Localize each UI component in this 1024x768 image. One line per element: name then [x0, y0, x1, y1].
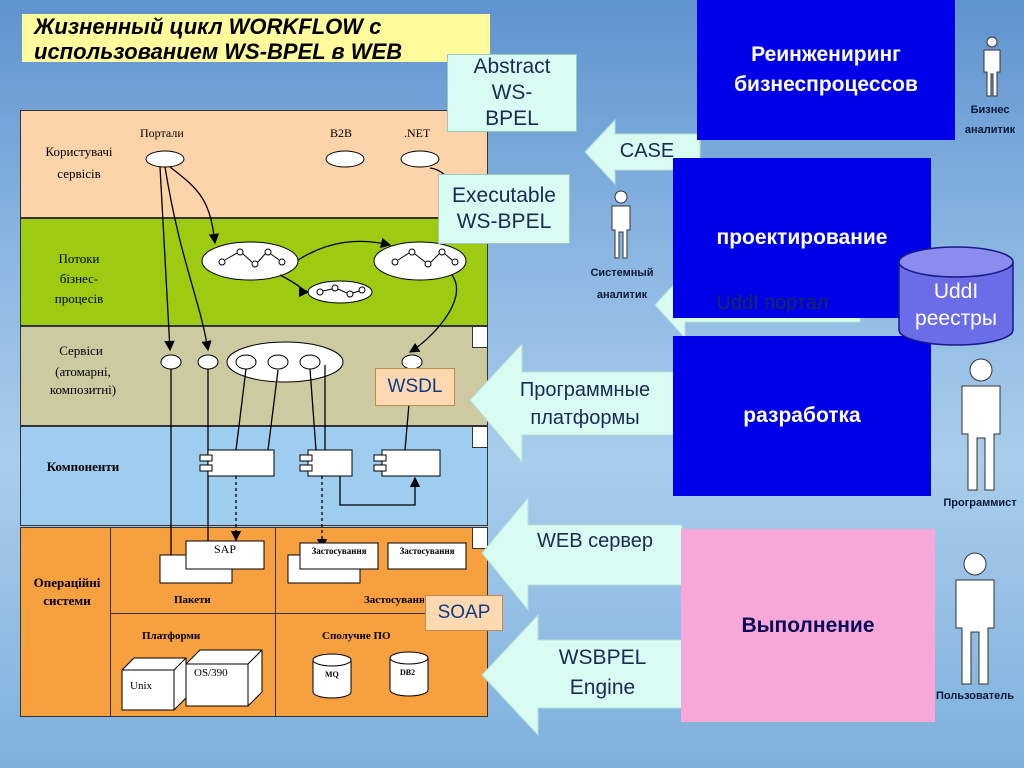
layer-user-services-label: Користувачі сервісів	[45, 144, 113, 181]
component-box-1	[207, 449, 275, 477]
wsdl-tag: WSDL	[375, 368, 455, 406]
component-box-2	[307, 449, 353, 477]
app1-label: Застосування	[311, 546, 367, 556]
case-arrow	[584, 118, 701, 186]
prog-platforms-label: Программные платформы	[519, 379, 651, 429]
db2-label: DB2	[400, 668, 416, 677]
component-box-3	[381, 449, 441, 477]
platforms-label: Платформи	[142, 630, 201, 642]
abstract-callout: Abstract WS-BPEL	[447, 54, 577, 132]
web-server-label: WEB сервер	[536, 530, 653, 552]
packages-label: Пакети	[174, 594, 211, 606]
applications-label: Застосування	[364, 594, 424, 606]
execution-box: Выполнение	[681, 529, 935, 722]
user-icon	[955, 552, 995, 685]
app-box-1	[299, 542, 379, 570]
business-analyst-icon	[983, 36, 1001, 97]
os390-box	[185, 663, 249, 707]
unix-box	[121, 669, 175, 711]
app-box-2	[387, 542, 467, 570]
business-analyst-label: Бизнес аналитик	[964, 104, 1016, 136]
slide-title-line2: использованием WS-BPEL в WEB	[34, 39, 403, 62]
b2b-ellipse	[325, 150, 365, 168]
net-ellipse	[400, 150, 440, 168]
layer-components-label: Компоненти	[46, 459, 120, 474]
design-box: проектирование	[673, 158, 931, 318]
development-box: разработка	[673, 336, 931, 496]
uddi-portal-label: UddI портал	[716, 292, 829, 314]
executable-callout: Executable WS-BPEL	[438, 174, 570, 244]
os-label-box	[21, 528, 111, 716]
reengineering-box: Реинжениринг бизнеспроцессов	[697, 0, 955, 140]
os-grid-v	[275, 528, 276, 716]
app2-label: Застосування	[399, 546, 455, 556]
unix-label: Unix	[130, 680, 152, 692]
net-label: .NET	[404, 126, 431, 140]
sap-label: SAP	[213, 542, 236, 556]
b2b-label: B2B	[330, 126, 353, 140]
programmer-label: Программист	[943, 497, 1017, 509]
system-analyst-icon	[611, 190, 631, 259]
mq-cylinder	[312, 660, 352, 699]
os-grid-h	[111, 613, 487, 614]
slide-title: Жизненный цикл WORKFLOW с использованием…	[22, 14, 490, 62]
edge-square-3	[472, 527, 488, 549]
os390-label: OS/390	[194, 667, 228, 679]
programmer-icon	[961, 358, 1001, 491]
uddi-registry-cylinder	[898, 246, 1014, 346]
layer-business-flows-label: Потоки бізнес-процесів	[54, 251, 104, 306]
engine-label: WSBPEL Engine	[558, 646, 647, 699]
system-analyst-label: Системный аналитик	[590, 267, 654, 301]
edge-square-1	[472, 326, 488, 348]
user-label: Пользователь	[935, 690, 1014, 702]
flow-ellipse-1	[201, 241, 299, 281]
soap-tag: SOAP	[425, 595, 503, 631]
case-label: CASE	[619, 140, 675, 162]
sap-box	[185, 540, 265, 570]
middleware-label: Сполучне ПО	[322, 630, 391, 642]
portals-label: Портали	[140, 126, 184, 140]
mq-label: MQ	[325, 670, 339, 679]
layer-os-label: Операційні системи	[33, 575, 101, 608]
db2-cylinder	[389, 658, 429, 697]
web-arrow	[481, 496, 683, 612]
edge-square-2	[472, 426, 488, 448]
slide-title-line1: Жизненный цикл WORKFLOW с	[34, 14, 382, 39]
layer-services-label: Сервіси	[59, 343, 103, 358]
layer-services-sublabel: (атомарні, композитні)	[49, 364, 117, 397]
uddi-registry-label: UddI реестры	[915, 280, 997, 330]
